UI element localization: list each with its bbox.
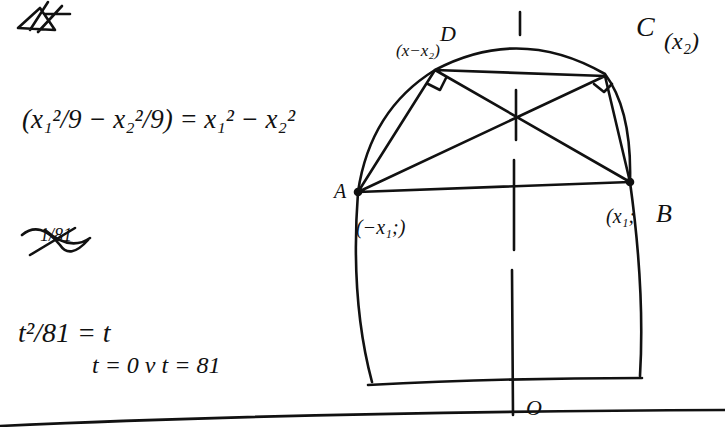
handwritten-label: C (636, 12, 655, 43)
handwritten-label: (x₂) (664, 28, 699, 54)
handwritten-label: (x₁; (606, 205, 635, 227)
handwritten-label: 1/81 (40, 226, 72, 246)
handwritten-label: t = 0 v t = 81 (92, 352, 220, 378)
right-angle-mark (594, 84, 612, 92)
handwritten-label: O (526, 396, 542, 420)
handwritten-label: t²/81 = t (18, 318, 111, 349)
handwritten-label: A (334, 180, 346, 202)
ground-line (0, 410, 725, 426)
handwritten-label: (−x₁;) (356, 216, 405, 238)
right-angle-mark (428, 78, 446, 90)
handwritten-label: (x−x₂) (396, 42, 440, 61)
base-line (368, 378, 642, 385)
point (355, 189, 361, 195)
handwritten-label: (x₁²/9 − x₂²/9) = x₁² − x₂² (22, 105, 295, 135)
trapezoid-lines (358, 70, 630, 192)
scribble (18, 2, 70, 32)
handwritten-label: B (656, 200, 672, 229)
handwritten-label: D (440, 22, 456, 46)
arch-curve (358, 48, 630, 192)
point (627, 179, 633, 185)
